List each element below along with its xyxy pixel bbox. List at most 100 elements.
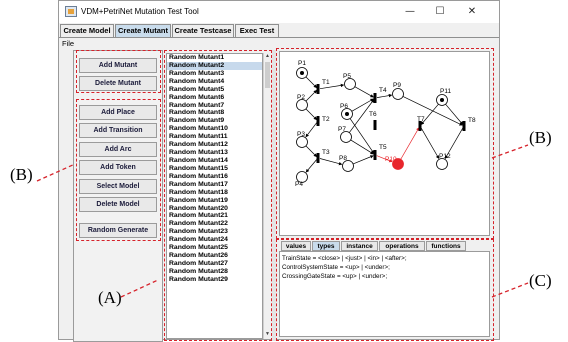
- mutant-list-item[interactable]: Random Mutant10: [169, 125, 228, 133]
- main-tab-bar: Create Model Create Mutant Create Testca…: [59, 23, 499, 37]
- petri-place: [392, 158, 404, 170]
- petri-arc: [354, 86, 374, 98]
- tab-create-mutant[interactable]: Create Mutant: [115, 24, 171, 37]
- mutant-buttons-highlight: [76, 50, 161, 93]
- add-transition-button[interactable]: Add Transition: [79, 123, 157, 138]
- mutant-list-item[interactable]: Random Mutant8: [169, 109, 225, 117]
- add-token-button[interactable]: Add Token: [79, 160, 157, 175]
- delete-mutant-button[interactable]: Delete Mutant: [79, 76, 157, 91]
- mutant-list-item[interactable]: Random Mutant20: [169, 204, 228, 212]
- petri-arc: [445, 103, 464, 126]
- petri-arc: [444, 127, 464, 159]
- mutant-list-item[interactable]: Random Mutant12: [169, 141, 228, 149]
- scroll-thumb[interactable]: [265, 62, 270, 88]
- mutant-list-item[interactable]: Random Mutant9: [169, 117, 225, 125]
- model-buttons-highlight: [76, 99, 161, 241]
- mutant-list-item[interactable]: Random Mutant4: [169, 77, 225, 85]
- petri-token: [345, 112, 349, 116]
- petri-token: [300, 71, 304, 75]
- vdm-line: ControlSystemState = <up> | <under>;: [282, 264, 390, 271]
- petri-place: [436, 158, 448, 170]
- tab-create-model[interactable]: Create Model: [60, 24, 114, 37]
- mutant-list-item[interactable]: Random Mutant21: [169, 212, 228, 220]
- mutant-list-item[interactable]: Random Mutant13: [169, 149, 228, 157]
- close-button[interactable]: ✕: [467, 6, 477, 17]
- petri-arc: [305, 76, 318, 89]
- tab-functions[interactable]: functions: [426, 241, 466, 251]
- petri-transition-label: T5: [379, 144, 387, 151]
- mutant-list-item[interactable]: Random Mutant29: [169, 275, 228, 283]
- mutant-list-item[interactable]: Random Mutant7: [169, 101, 225, 109]
- petri-arc: [420, 127, 440, 159]
- petri-place: [296, 99, 308, 111]
- tab-instance[interactable]: instance: [341, 241, 378, 251]
- mutant-list-item[interactable]: Random Mutant26: [169, 252, 228, 260]
- tab-operations[interactable]: operations: [379, 241, 425, 251]
- callout-b-left: (B): [10, 165, 33, 184]
- petri-transition-label: T4: [379, 87, 387, 94]
- mutant-list-item[interactable]: Random Mutant19: [169, 196, 228, 204]
- mutant-list-item[interactable]: Random Mutant2: [167, 61, 262, 70]
- petri-arc: [305, 89, 318, 102]
- mutant-list-item[interactable]: Random Mutant28: [169, 267, 228, 275]
- tab-types[interactable]: types: [312, 241, 340, 251]
- scroll-up-icon[interactable]: ▲: [265, 53, 270, 59]
- mutant-list-item[interactable]: Random Mutant15: [169, 164, 228, 172]
- petri-arc: [349, 99, 375, 133]
- mutant-list-item[interactable]: Random Mutant1: [169, 54, 225, 61]
- petri-place-label: P11: [440, 88, 451, 95]
- mutant-list-item[interactable]: Random Mutant22: [169, 220, 228, 228]
- mutant-list-item[interactable]: Random Mutant16: [169, 172, 228, 180]
- petri-transition-label: T7: [417, 116, 425, 123]
- mutant-list-item[interactable]: Random Mutant17: [169, 180, 228, 188]
- petri-arc: [305, 159, 317, 173]
- mutant-list-item[interactable]: Random Mutant18: [169, 188, 228, 196]
- splitter[interactable]: [272, 50, 276, 341]
- petri-transition: [462, 121, 466, 131]
- petri-arc: [350, 139, 374, 155]
- mutant-list-item[interactable]: Random Mutant25: [169, 244, 228, 252]
- add-place-button[interactable]: Add Place: [79, 105, 157, 120]
- arcs: [305, 76, 464, 173]
- random-generate-button[interactable]: Random Generate: [79, 223, 157, 238]
- petri-arc: [305, 108, 318, 121]
- petri-arc: [376, 155, 393, 163]
- add-mutant-button[interactable]: Add Mutant: [79, 58, 157, 73]
- scroll-down-icon[interactable]: ▼: [265, 331, 270, 337]
- tab-create-testcase[interactable]: Create Testcase: [172, 24, 234, 37]
- mutant-list-item[interactable]: Random Mutant14: [169, 156, 228, 164]
- mutant-list-item[interactable]: Random Mutant11: [169, 133, 228, 141]
- petri-place-label: P6: [340, 103, 348, 110]
- mutant-list-scrollbar[interactable]: ▲ ▼: [263, 53, 270, 339]
- app-window: VDM+PetriNet Mutation Test Tool — ☐ ✕ Cr…: [58, 0, 500, 342]
- maximize-button[interactable]: ☐: [435, 6, 445, 17]
- mutant-list-item[interactable]: Random Mutant6: [169, 93, 225, 101]
- callout-c: (C): [529, 271, 552, 290]
- petri-token: [440, 98, 444, 102]
- mutant-list-item[interactable]: Random Mutant27: [169, 259, 228, 267]
- tab-exec-test[interactable]: Exec Test: [235, 24, 279, 37]
- petri-arc: [352, 155, 374, 165]
- mutant-list-item[interactable]: Random Mutant23: [169, 228, 228, 236]
- app-icon: [65, 6, 77, 17]
- petri-transition: [373, 93, 377, 103]
- petri-transition: [316, 116, 320, 126]
- mutant-list-item[interactable]: Random Mutant24: [169, 236, 228, 244]
- menu-file[interactable]: File: [62, 39, 75, 48]
- mutant-list-item[interactable]: Random Mutant3: [169, 69, 225, 77]
- minimize-button[interactable]: —: [405, 6, 415, 17]
- tab-values[interactable]: values: [281, 241, 311, 251]
- mutant-list-item[interactable]: Random Mutant5: [169, 85, 225, 93]
- vdm-types-text[interactable]: TrainState = <close> | <just> | <in> | <…: [279, 251, 490, 337]
- delete-model-button[interactable]: Delete Model: [79, 197, 157, 212]
- petri-place-label: P5: [343, 73, 351, 80]
- petri-place-label: P1: [298, 60, 306, 67]
- petri-arc: [319, 83, 345, 90]
- add-arc-button[interactable]: Add Arc: [79, 142, 157, 157]
- petri-transition: [418, 121, 422, 131]
- select-model-button[interactable]: Select Model: [79, 179, 157, 194]
- petri-transition: [316, 84, 320, 94]
